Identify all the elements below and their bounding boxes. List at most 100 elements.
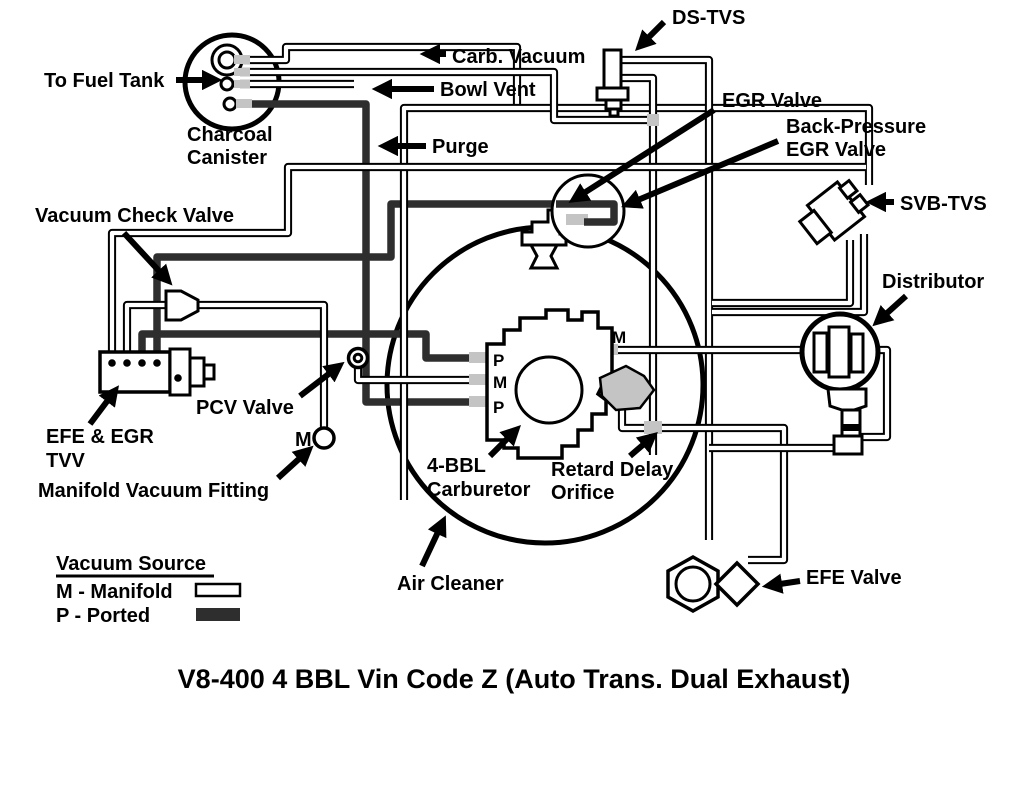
arrow-egr-valve <box>568 107 716 203</box>
tvv-port-dot <box>153 359 161 367</box>
ds-tvs-device <box>595 48 630 118</box>
hose-carb-p-ported <box>138 330 478 362</box>
egr-u-ported <box>556 200 618 226</box>
connector-stub-tee <box>647 114 659 126</box>
hose-ds-tvs-1 <box>618 57 712 540</box>
hose-carb-vacuum <box>240 44 520 108</box>
connector-stub-carb-m <box>469 374 487 385</box>
arrow-air-cleaner <box>419 515 447 568</box>
label-4bbl-1: 4-BBL <box>427 455 486 477</box>
arrow-distributor <box>872 293 909 327</box>
tvv-port-dot <box>108 359 116 367</box>
connector-stub-canister-1 <box>234 55 250 64</box>
label-manifold-vacuum-fitting: Manifold Vacuum Fitting <box>38 480 269 502</box>
svb-tvs-device <box>797 178 871 246</box>
arrow-manifold-vacuum-fitting <box>275 445 314 481</box>
label-port-p-top: P <box>493 351 504 370</box>
label-efe-valve: EFE Valve <box>806 567 902 589</box>
label-to-fuel-tank: To Fuel Tank <box>44 70 165 92</box>
efe-valve-diamond <box>713 560 761 608</box>
label-efe-egr-tvv-1: EFE & EGR <box>46 426 154 448</box>
connector-stub-canister-3 <box>234 80 250 88</box>
legend-manifold-swatch <box>194 582 242 598</box>
ds-tvs-tip <box>608 107 620 118</box>
distributor-band <box>842 424 860 431</box>
egr-mount <box>528 243 560 270</box>
distributor-bar-center <box>827 325 851 379</box>
connector-stub-carb-p-bottom <box>469 396 487 407</box>
legend-ported-swatch <box>196 608 240 621</box>
distributor-stem <box>840 408 862 438</box>
hose-tvv-trunk <box>109 164 866 352</box>
tvv-port-dot <box>123 359 131 367</box>
label-bowl-vent: Bowl Vent <box>440 79 536 101</box>
arrow-vacuum-check-valve <box>121 230 173 286</box>
distributor-neck <box>826 387 868 412</box>
diagram-title: V8-400 4 BBL Vin Code Z (Auto Trans. Dua… <box>178 664 851 694</box>
hose-canister-2 <box>240 69 650 123</box>
arrow-retard-delay <box>628 432 658 459</box>
label-purge: Purge <box>432 136 489 158</box>
connector-stub-canister-2 <box>234 68 250 76</box>
label-efe-egr-tvv-2: TVV <box>46 450 86 472</box>
hose-svb-2 <box>712 234 867 315</box>
svb-tvs-cap <box>797 208 834 246</box>
tvv-fitting-3 <box>202 363 216 381</box>
label-svb-tvs: SVB-TVS <box>900 193 987 215</box>
tvv-port-dot <box>174 374 182 382</box>
carb-gray-fitting <box>598 364 656 412</box>
legend-ported-label: P - Ported <box>56 605 150 627</box>
manifold-fitting-circle <box>312 426 336 450</box>
svb-tvs-nipple-2 <box>848 192 871 215</box>
label-air-cleaner: Air Cleaner <box>397 573 504 595</box>
arrow-back-pressure <box>621 138 780 209</box>
legend: Vacuum Source M - Manifold P - Ported <box>56 553 242 627</box>
label-charcoal-canister-1: Charcoal <box>187 124 273 146</box>
label-back-pressure-1: Back-Pressure <box>786 116 926 138</box>
tvv-fitting-2 <box>188 356 206 388</box>
arrow-ds-tvs <box>635 19 667 51</box>
arrow-efe-egr-tvv <box>87 385 120 426</box>
distributor-bar-left <box>812 331 829 374</box>
ds-tvs-band <box>595 86 630 102</box>
hose-trunk-top <box>401 105 872 500</box>
label-port-m-left: M <box>493 373 507 392</box>
distributor-elbow <box>832 434 864 456</box>
label-ds-tvs: DS-TVS <box>672 7 745 29</box>
label-4bbl-2: Carburetor <box>427 479 531 501</box>
arrow-4bbl-carburetor <box>487 425 521 459</box>
label-retard-delay-1: Retard Delay <box>551 459 674 481</box>
label-vacuum-check-valve: Vacuum Check Valve <box>35 205 234 227</box>
retard-orifice <box>644 421 662 434</box>
label-pcv-valve: PCV Valve <box>196 397 294 419</box>
efe-valve-device <box>666 554 761 614</box>
arrow-pcv-valve <box>298 361 345 399</box>
label-manifold-m: M <box>295 429 312 451</box>
tvv-port-dot <box>138 359 146 367</box>
hose-check-valve-in <box>124 302 166 352</box>
tvv-device <box>98 347 216 397</box>
canister-port-bottom <box>222 96 238 112</box>
tvv-body <box>98 350 172 394</box>
hose-ds-tvs-2 <box>618 75 656 455</box>
hose-svb-1 <box>712 240 853 306</box>
hose-carb-m-right <box>613 347 890 440</box>
egr-gray-stub <box>566 214 588 225</box>
label-retard-delay-2: Orifice <box>551 482 614 504</box>
label-charcoal-canister-2: Canister <box>187 147 267 169</box>
connector-stub-canister-4 <box>236 99 252 108</box>
label-egr-valve: EGR Valve <box>722 90 822 112</box>
svb-tvs-nipple-1 <box>837 178 860 201</box>
hose-svb-1-casing <box>712 240 855 308</box>
legend-manifold-label: M - Manifold <box>56 581 173 603</box>
hose-purge-ported <box>240 100 478 406</box>
label-carb-vacuum: Carb. Vacuum <box>452 46 585 68</box>
distributor-bar-right <box>849 332 865 374</box>
label-back-pressure-2: EGR Valve <box>786 139 886 161</box>
check-valve-cone <box>164 289 200 322</box>
canister-port-top-inner <box>217 50 237 70</box>
label-distributor: Distributor <box>882 271 984 293</box>
label-port-p-bottom: P <box>493 398 504 417</box>
label-port-m-right: M <box>612 328 626 347</box>
